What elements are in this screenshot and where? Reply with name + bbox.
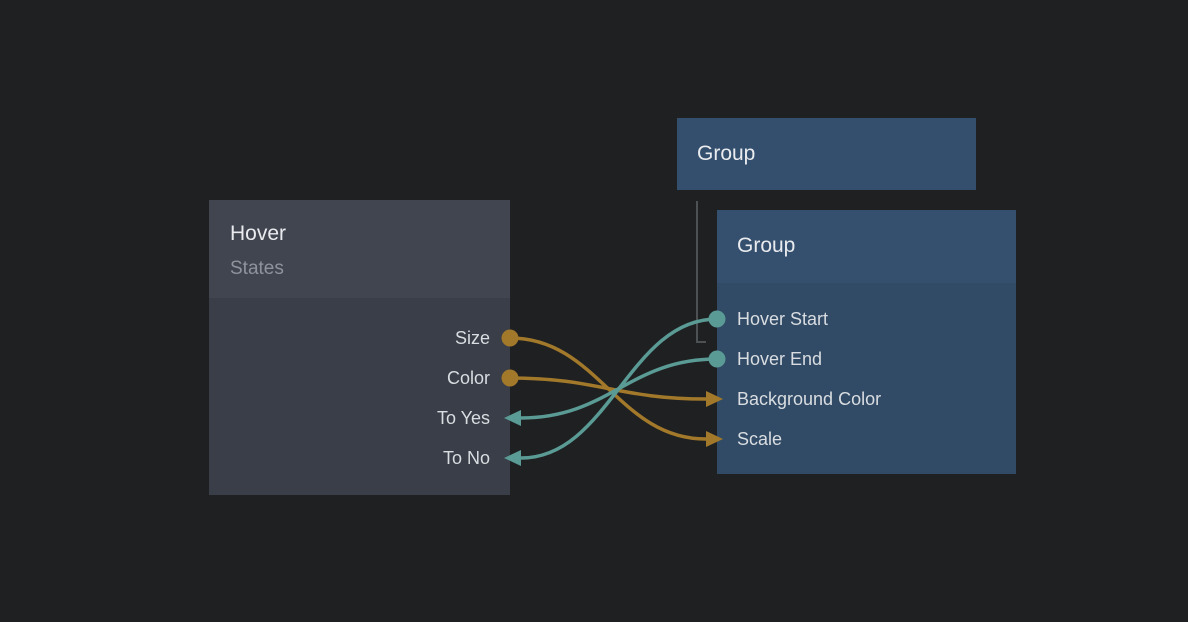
wire-hover_end-to-to_yes[interactable]	[519, 357, 719, 420]
port-to-yes[interactable]: To Yes	[209, 404, 510, 432]
port-hover-end[interactable]: Hover End	[717, 345, 1016, 373]
node-group-child[interactable]: Group Hover Start Hover End Background C…	[717, 210, 1016, 474]
node-group-parent[interactable]: Group	[677, 118, 976, 190]
port-to-no[interactable]: To No	[209, 444, 510, 472]
node-group-child-title: Group	[737, 234, 796, 258]
port-color[interactable]: Color	[209, 364, 510, 392]
port-hover-start[interactable]: Hover Start	[717, 305, 1016, 333]
group-hierarchy-connector	[696, 201, 706, 343]
port-color-label: Color	[446, 367, 490, 388]
wire-size-to-scale[interactable]	[508, 336, 708, 441]
port-background-color[interactable]: Background Color	[717, 385, 1016, 413]
node-group-child-header[interactable]: Group	[717, 210, 1016, 283]
port-to-yes-label: To Yes	[436, 407, 490, 428]
node-hover-header[interactable]: Hover States	[209, 200, 510, 298]
node-hover-title: Hover	[230, 222, 287, 245]
port-hover-end-label: Hover End	[737, 348, 823, 369]
port-hover-start-label: Hover Start	[737, 308, 829, 329]
node-group-parent-header[interactable]: Group	[677, 118, 976, 190]
node-hover-body	[209, 298, 510, 495]
port-size[interactable]: Size	[209, 324, 510, 352]
wire-hover_start-to-to_no[interactable]	[519, 317, 719, 460]
wire-color-to-background_color[interactable]	[508, 376, 708, 401]
port-size-label: Size	[454, 327, 490, 348]
port-scale[interactable]: Scale	[717, 425, 1016, 453]
node-group-parent-title: Group	[697, 141, 756, 165]
node-group-child-body	[717, 283, 1016, 474]
node-hover-states[interactable]: Hover States Size Color To Yes To No	[209, 200, 510, 495]
node-hover-subtitle: States	[230, 258, 284, 280]
port-background-color-label: Background Color	[737, 388, 882, 409]
port-scale-label: Scale	[737, 428, 783, 449]
port-to-no-label: To No	[442, 447, 490, 468]
